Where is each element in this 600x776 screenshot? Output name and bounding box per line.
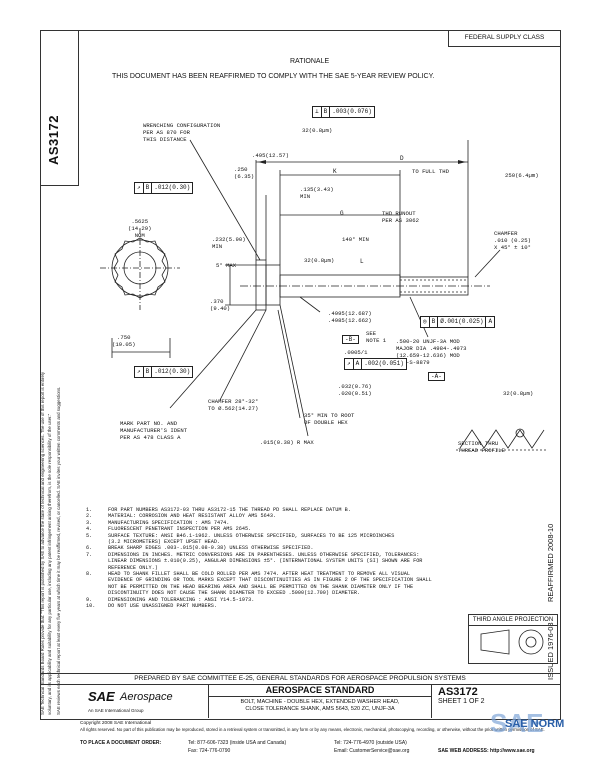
label-wrenching: WRENCHING CONFIGURATION PER AS 870 FOR T… xyxy=(143,122,221,143)
note-item: 1.FOR PART NUMBERS AS3172-03 THRU AS3172… xyxy=(86,507,351,513)
note-item: 6.BREAK SHARP EDGES .003-.015(0.08-0.38)… xyxy=(86,545,314,552)
projection-box: THIRD ANGLE PROJECTION xyxy=(468,614,558,664)
label-dim-0005: .0005/1 xyxy=(344,349,368,356)
sheet-number: SHEET 1 OF 2 xyxy=(438,698,485,705)
label-letter-g: G xyxy=(340,210,344,217)
side-legal-1: SAE Technical Standards Board Rules prov… xyxy=(40,371,45,715)
note-item: 3.MANUFACTURING SPECIFICATION : AMS 7474… xyxy=(86,519,230,526)
side-legal-3: SAE reviews each technical report at lea… xyxy=(56,386,61,715)
label-chamfer-right: CHAMFER .010 (0.25) X 45° ± 10° xyxy=(494,230,531,251)
prepared-by: PREPARED BY SAE COMMITTEE E-25, GENERAL … xyxy=(40,673,560,685)
fax: Fax: 724-776-0790 xyxy=(188,748,231,754)
rights-text: All rights reserved. No part of this pub… xyxy=(80,727,545,732)
projection-symbol xyxy=(480,629,544,655)
datum-a: -A- xyxy=(428,372,445,381)
watermark-word: SAE NORM xyxy=(505,718,565,730)
note-item: 7.DIMENSIONS IN INCHES. METRIC CONVERSIO… xyxy=(86,551,423,571)
label-dia-4995: .4995(12.687) .4985(12.662) xyxy=(328,310,372,324)
copyright: Copyright 2008 SAE International xyxy=(80,721,152,726)
label-dim-250: .250 (6.35) xyxy=(234,166,255,180)
note-item: 5.SURFACE TEXTURE: ANSI B46.1-1962. UNLE… xyxy=(86,532,395,546)
label-thread-spec: .500-20 UNJF-3A MOD MAJOR DIA .4984-.497… xyxy=(396,338,467,366)
sae-logo: SAE xyxy=(88,689,115,704)
title-block: SAE Aerospace An SAE International Group… xyxy=(40,684,560,718)
label-dim-750: .750 (19.05) xyxy=(112,334,136,348)
label-section: SECTION THRU THREAD PROFILE xyxy=(458,440,505,454)
label-32-right: 32(0.8µm) xyxy=(503,390,534,397)
label-min-140: 140° MIN xyxy=(342,236,369,243)
left-strip-border xyxy=(40,30,79,186)
fcf-straight: ↗A.002(0.051) xyxy=(344,358,407,370)
label-mark-part: MARK PART NO. AND MANUFACTURER'S IDENT P… xyxy=(120,420,188,441)
label-letter-l: L xyxy=(360,258,364,265)
label-32-top: 32(0.8µm) xyxy=(302,127,333,134)
side-legal-2: voluntary, and its applicability and sui… xyxy=(47,413,52,715)
note-item: 9.DIMENSIONING AND TOLERANCING : ANSI Y1… xyxy=(86,596,255,603)
label-250-right: 250(6.4µm) xyxy=(505,172,539,179)
label-across-flats: .5625 (14.29) NOM xyxy=(128,218,152,239)
thread-profile xyxy=(459,429,545,449)
label-chamfer-bottom: CHAMFER 28°-32° TO Ø.562(14.27) xyxy=(208,398,259,412)
page-border xyxy=(40,30,561,720)
part-description: BOLT, MACHINE - DOUBLE HEX, EXTENDED WAS… xyxy=(240,699,400,712)
label-see-note: SEE NOTE 1 xyxy=(366,330,387,344)
fcf-top: ⊥B.003(0.076) xyxy=(312,106,375,118)
federal-supply-class: FEDERAL SUPPLY CLASS xyxy=(448,30,560,47)
label-dia-232: .232(5.90) MIN xyxy=(212,236,246,250)
label-min-35: 35° MIN TO ROOT OF DOUBLE HEX xyxy=(304,412,355,426)
web-address: SAE WEB ADDRESS: http://www.sae.org xyxy=(438,748,535,754)
email: Email: CustomerService@sae.org xyxy=(334,748,410,754)
rationale-title: RATIONALE xyxy=(290,58,330,65)
bolt-head xyxy=(265,264,281,306)
brand-cell: SAE Aerospace An SAE International Group xyxy=(40,684,209,718)
label-dim-495: .495(12.57) xyxy=(252,152,289,159)
tel-inside: Tel: 877-606-7323 (inside USA and Canada… xyxy=(188,740,287,746)
reaffirmed-label: REAFFIRMED 2008-10 xyxy=(546,523,555,602)
label-thd-runout: THD RUNOUT PER AS 3062 xyxy=(382,210,419,224)
label-letter-k: K xyxy=(333,168,337,175)
note-item: 8.HEAD TO SHANK FILLET SHALL BE COLD ROL… xyxy=(86,571,432,597)
standard-title: AEROSPACE STANDARD xyxy=(209,684,431,697)
number-cell: AS3172 SHEET 1 OF 2 xyxy=(432,684,560,718)
description-cell: AEROSPACE STANDARD BOLT, MACHINE - DOUBL… xyxy=(209,684,432,718)
projection-label: THIRD ANGLE PROJECTION xyxy=(469,617,557,626)
tel-outside: Tel: 724-776-4970 (outside USA) xyxy=(334,740,407,746)
label-max-015: .015(0.38) R MAX xyxy=(260,439,314,446)
note-item: 4.FLUORESCENT PENETRANT INSPECTION PER A… xyxy=(86,526,252,533)
label-dim-370: .370 (9.40) xyxy=(210,298,231,312)
label-max-5: 5° MAX xyxy=(216,262,237,269)
datum-b: -B- xyxy=(342,335,359,344)
doc-number: AS3172 xyxy=(438,686,478,698)
label-letter-d: D xyxy=(400,155,404,162)
note-item: 2.MATERIAL: CORROSION AND HEAT RESISTANT… xyxy=(86,513,277,520)
label-dim-135: .135(3.43) MIN xyxy=(300,186,334,200)
bolt-flange xyxy=(255,259,267,311)
note-item: 10.DO NOT USE UNASSIGNED PART NUMBERS. xyxy=(86,603,217,610)
notes-list: 1.FOR PART NUMBERS AS3172-03 THRU AS3172… xyxy=(86,507,526,610)
brand-sub: An SAE International Group xyxy=(88,708,144,713)
label-32-mid: 32(0.8µm) xyxy=(304,257,335,264)
fcf-head: ↗B.012(0.30) xyxy=(134,182,194,194)
aerospace-word: Aerospace xyxy=(120,691,173,703)
side-doc-number: AS3172 xyxy=(46,115,61,165)
watermark-logo: SAE xyxy=(490,708,544,738)
rationale-text: THIS DOCUMENT HAS BEEN REAFFIRMED TO COM… xyxy=(112,73,435,80)
fcf-flange: ↗B.012(0.30) xyxy=(134,366,194,378)
label-dim-032: .032(0.76) .020(0.51) xyxy=(338,383,372,397)
label-to-full-thd: TO FULL THD xyxy=(412,168,449,175)
bolt-drawing xyxy=(100,139,548,451)
order-label: TO PLACE A DOCUMENT ORDER: xyxy=(80,740,162,746)
